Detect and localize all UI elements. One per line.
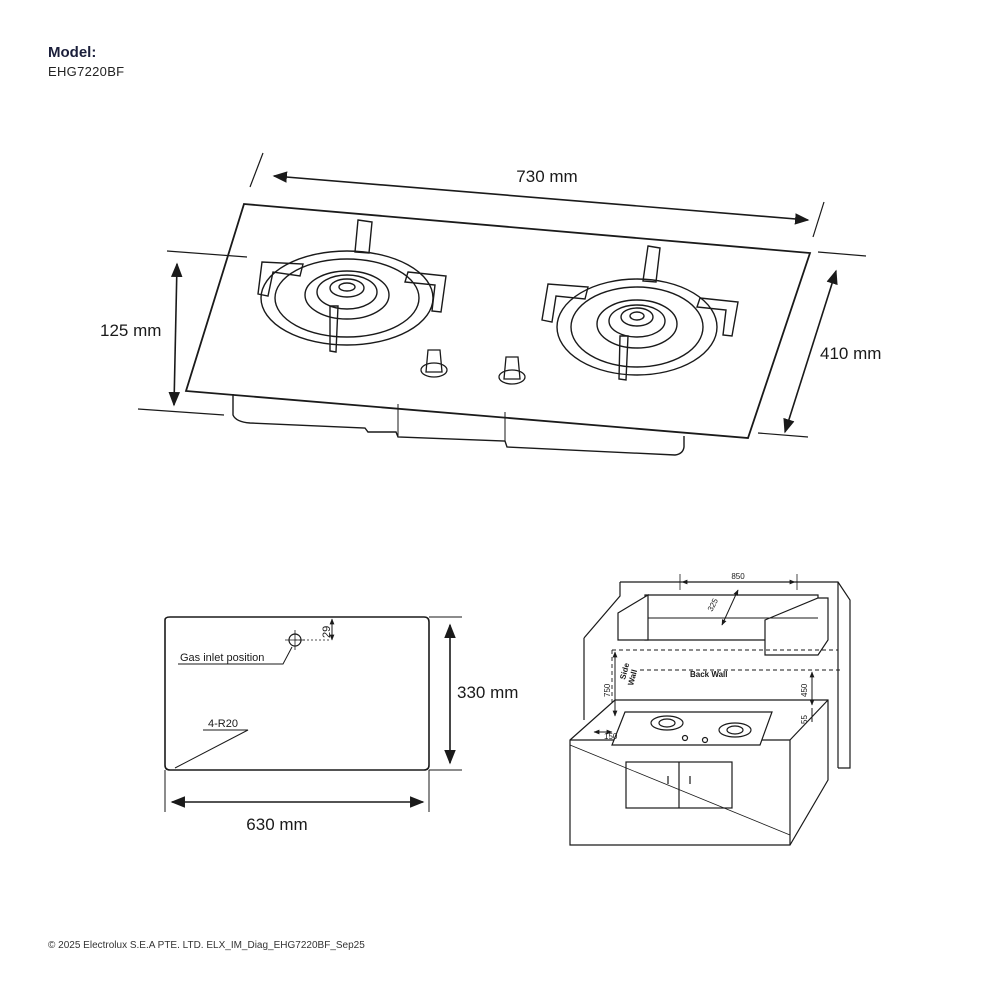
depth-dimension-line <box>783 269 838 434</box>
depth-label: 410 mm <box>820 344 881 363</box>
cutout-diagram <box>164 616 462 812</box>
cutout-outline <box>164 616 430 771</box>
back-clearance-label: 450 <box>800 683 809 697</box>
height-label: 125 mm <box>100 321 161 340</box>
right-burner <box>541 245 739 381</box>
copyright-footer: © 2025 Electrolux S.E.A PTE. LTD. ELX_IM… <box>48 940 365 951</box>
height-dimension-line <box>168 262 183 407</box>
cutout-depth-label: 330 mm <box>457 683 518 702</box>
cutout-width-label: 630 mm <box>246 815 307 834</box>
installed-hob <box>611 711 773 746</box>
control-knob-left <box>420 349 448 378</box>
back-wall-label: Back Wall <box>690 670 728 679</box>
hood-width-label: 850 <box>731 572 745 581</box>
model-number: EHG7220BF <box>48 64 125 79</box>
glass-top <box>184 203 812 439</box>
side-wall-label: Side <box>618 661 631 680</box>
side-wall-label-2: Wall <box>626 669 639 687</box>
width-extension-right <box>812 201 825 238</box>
hob-perspective <box>137 152 867 456</box>
gas-inlet-label: Gas inlet position <box>180 652 264 664</box>
control-knob-right <box>498 356 526 385</box>
model-heading: Model: <box>48 44 97 61</box>
left-burner <box>257 219 447 353</box>
side-offset-label: 150 <box>604 732 618 741</box>
width-extension-left <box>249 152 264 188</box>
installation-diagram <box>569 574 851 846</box>
width-label: 730 mm <box>516 167 577 186</box>
back-offset-label: 55 <box>800 715 809 724</box>
width-dimension-line <box>272 171 810 225</box>
side-clearance-label: 750 <box>603 683 612 697</box>
gas-inlet-offset: 29 <box>321 626 333 638</box>
hob-underbody <box>232 394 685 456</box>
radius-label: 4-R20 <box>208 718 238 730</box>
